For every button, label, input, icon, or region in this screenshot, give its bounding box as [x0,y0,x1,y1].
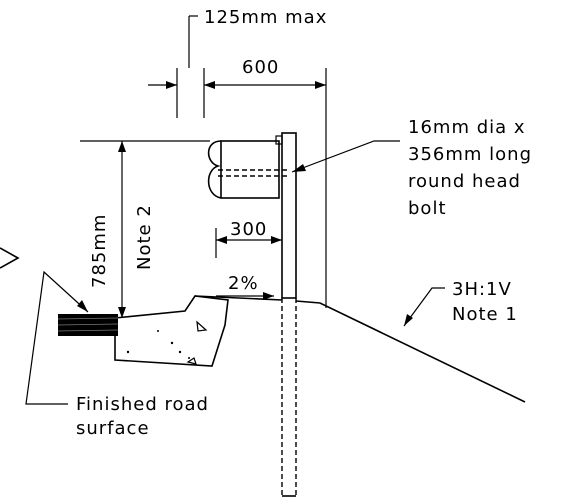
aggregate-dot [170,341,174,345]
aggregate-mark [186,357,197,365]
w-beam-rail [207,135,290,199]
asphalt-texture [57,329,119,332]
batter-slope-label: 3H:1V [452,279,512,300]
arrowhead [292,164,306,172]
offset-dimension [215,228,282,258]
leader-line [291,140,400,173]
arrowhead [404,314,413,326]
road-surface-line2: surface [76,418,150,439]
leader-line [25,270,89,405]
height-note-label: Note 2 [134,204,155,270]
arrowhead [118,307,126,318]
bolt-callout-line3: round head [408,171,521,192]
post-above-ground [281,132,297,299]
arrowhead [315,81,326,89]
concrete-kerb [114,295,229,367]
ground-profile [194,295,526,403]
shoulder-line [194,295,283,301]
aggregate-dot [188,357,190,359]
height-label: 785mm [89,214,110,288]
bolt-offset-max-label: 125mm max [204,7,327,28]
aggregate-dot [178,350,182,354]
asphalt-pavement [57,314,119,336]
bolt-callout-leader [291,140,400,173]
rail-profile [207,140,222,199]
road-surface-line1: Finished road [76,394,209,415]
batter-slope-line [295,300,526,403]
bolt-offset-dimension [148,15,215,118]
post-spacing-dimension [204,68,327,308]
arrowhead [216,236,227,244]
arrowhead [263,292,274,300]
asphalt-texture [57,317,119,320]
arrowhead [77,300,88,312]
road-surface-callout [25,270,89,405]
bolt-callout-line1: 16mm dia x [408,117,526,138]
height-dimension [80,140,210,318]
bolt-callout-line4: bolt [408,198,447,219]
batter-note-label: Note 1 [452,304,518,325]
aggregate-dot [157,330,159,332]
kerb-outline [114,295,229,367]
bolt-callout-line2: 356mm long [408,144,532,165]
cross-slope-marker [216,292,274,300]
cross-slope-label: 2% [228,273,259,294]
batter-callout-leader [403,287,445,327]
arrowhead [166,81,177,89]
aggregate-dot [126,350,130,354]
guardrail-post [281,132,297,497]
offset-label: 300 [230,219,267,240]
view-marker-arrow [0,247,20,269]
aggregate-mark [196,320,208,332]
arrowhead [118,141,126,152]
arrowhead [271,236,282,244]
bolt-head [275,135,283,145]
leader-line [403,287,445,327]
post-spacing-label: 600 [242,57,279,78]
asphalt-texture [57,323,119,326]
